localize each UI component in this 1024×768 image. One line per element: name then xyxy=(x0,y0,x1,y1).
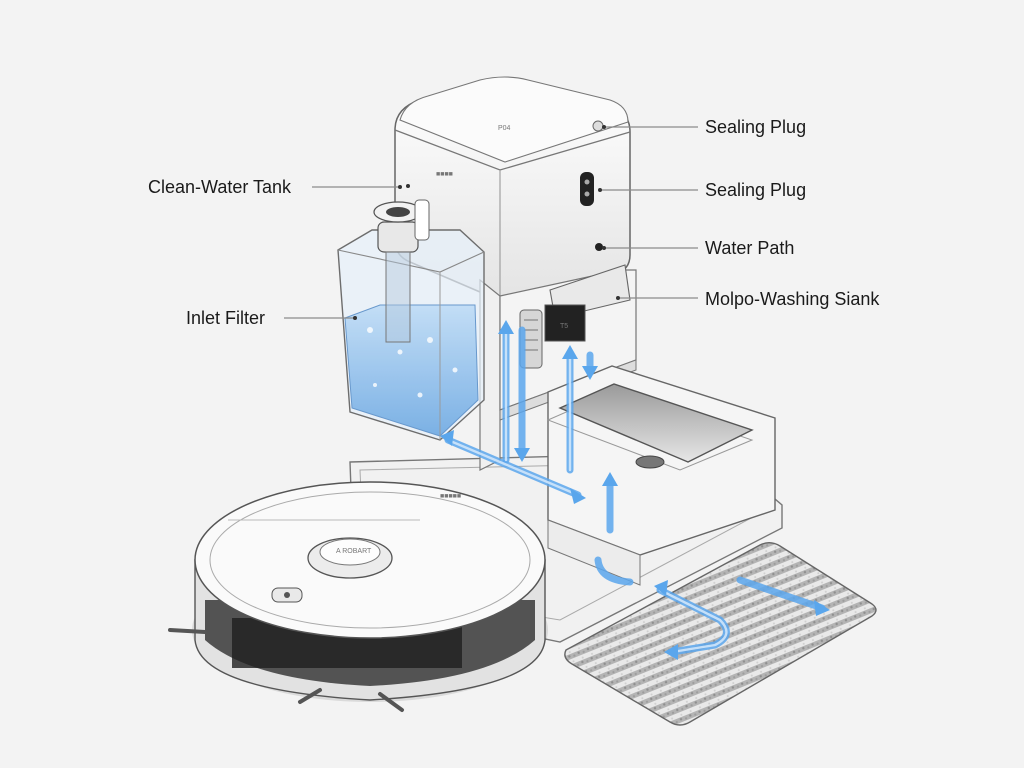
arrowhead-9 xyxy=(664,644,678,660)
arrowhead-2 xyxy=(570,488,586,504)
washing-sink xyxy=(546,365,776,586)
mop-pad xyxy=(564,542,877,726)
clean-water-tank xyxy=(337,199,485,441)
labels: Clean-Water Tank Inlet Filter Sealing Pl… xyxy=(148,117,880,328)
arrowhead-3 xyxy=(498,320,514,334)
water-flow-arrows xyxy=(440,320,830,660)
label-sealing-plug-mid: Sealing Plug xyxy=(705,180,806,200)
valve-marking: T5 xyxy=(560,323,568,330)
arrowhead-6 xyxy=(582,366,598,380)
sealing-plug-slot xyxy=(580,172,594,206)
module-badge-marking: ■■■■ xyxy=(436,171,453,178)
robot-center-marking: A ROBART xyxy=(336,548,372,555)
label-sealing-plug-top: Sealing Plug xyxy=(705,117,806,137)
flow-arrow-to-pad xyxy=(594,556,634,586)
label-washing-sink: Molpo-Washing Siank xyxy=(705,289,880,309)
label-water-path: Water Path xyxy=(705,238,794,258)
robot-brand-marking: ■■■■■ xyxy=(440,493,461,500)
arrowhead-7 xyxy=(602,472,618,486)
arrowhead-8 xyxy=(654,580,668,596)
leader-lines xyxy=(284,125,698,320)
arrowhead-10 xyxy=(814,600,830,616)
label-clean-water-tank: Clean-Water Tank xyxy=(148,177,292,197)
arrowhead-5 xyxy=(562,345,578,359)
flow-arrow-pad-right xyxy=(736,576,826,612)
arrowhead-1 xyxy=(440,430,454,446)
label-inlet-filter: Inlet Filter xyxy=(186,308,265,328)
module-top-marking: P04 xyxy=(498,125,511,132)
arrowhead-4 xyxy=(514,448,530,462)
robot-vacuum: A ROBART ■■■■■ xyxy=(168,481,548,712)
